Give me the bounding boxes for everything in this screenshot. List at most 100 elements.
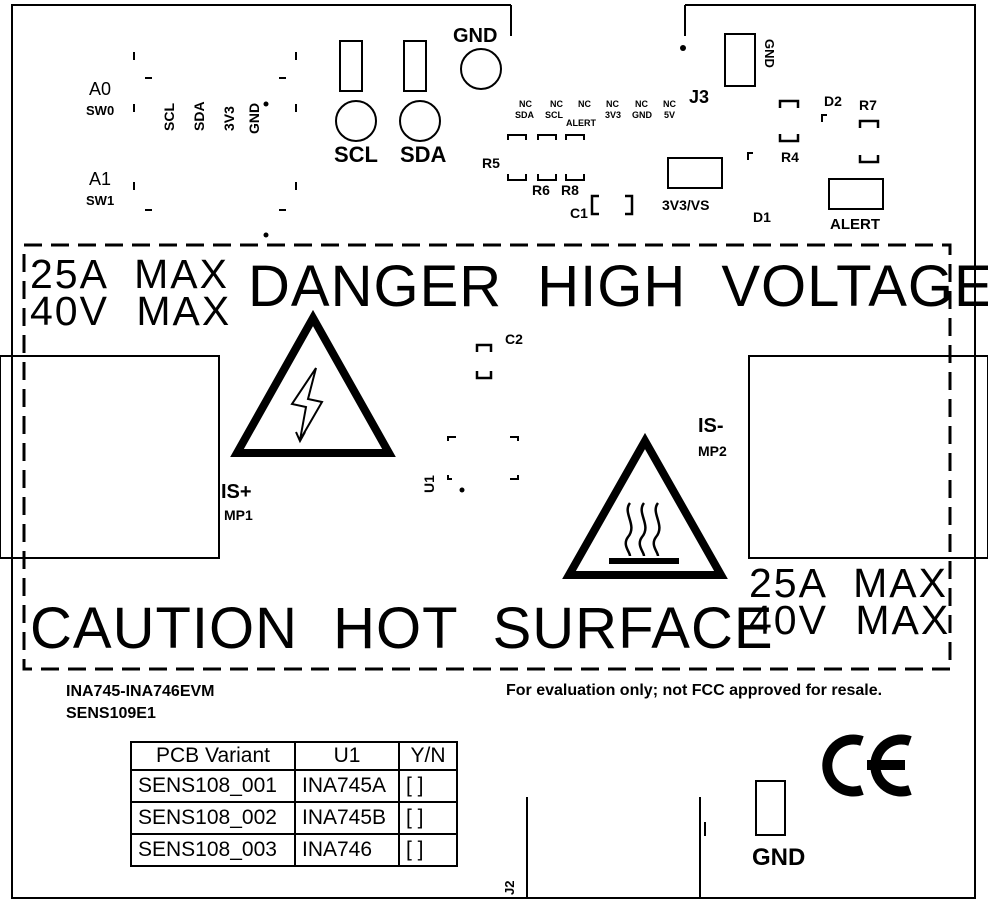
gnd-testpoint-top <box>460 48 502 90</box>
r7-label: R7 <box>859 97 877 113</box>
u1-label: U1 <box>421 475 437 493</box>
a1-label: A1 <box>89 169 112 189</box>
r7-pads <box>858 119 880 164</box>
j3-gnd-label: GND <box>762 39 777 68</box>
pcb-variant-table: PCB Variant U1 Y/N SENS108_001 INA745A [… <box>130 741 458 867</box>
sw0-outline <box>133 52 297 112</box>
sda-pin-label: SDA <box>191 101 207 131</box>
rating-top-left-current: 25A MAX <box>30 251 229 297</box>
u1-outline <box>447 436 519 480</box>
j3-label: J3 <box>689 87 710 107</box>
ce-mark-icon <box>822 734 912 797</box>
c2-label: C2 <box>505 331 523 347</box>
gnd-bottom-label: GND <box>752 844 806 871</box>
mp1-label: MP1 <box>224 507 253 523</box>
v3v3-pin-label: 3V3 <box>221 106 237 131</box>
c1-pads <box>590 194 634 216</box>
sw0-pin1-dot <box>263 101 269 107</box>
sda-label: SDA <box>400 142 447 167</box>
yn-checkbox-cell: [ ] <box>398 769 458 803</box>
variant-cell: SENS108_001 <box>130 769 296 803</box>
v3v3-vs-jumper <box>667 157 723 189</box>
board-name: INA745-INA746EVM <box>66 683 215 700</box>
nc-gnd-label-top: NC <box>635 99 648 109</box>
variant-cell: SENS108_002 <box>130 801 296 835</box>
u1-cell: INA745B <box>294 801 400 835</box>
high-voltage-icon <box>230 309 396 457</box>
board-id: SENS109E1 <box>66 705 156 722</box>
d2-mark <box>821 114 827 122</box>
rating-bottom-right-voltage: 40V MAX <box>749 597 951 643</box>
table-row: SENS108_003 INA746 [ ] <box>130 833 458 867</box>
sw1-label: SW1 <box>86 193 115 208</box>
nc-gnd-label-bottom: GND <box>632 110 652 120</box>
is-minus-label: IS- <box>698 415 724 437</box>
j3-gnd-pad <box>724 33 756 87</box>
scl-label: SCL <box>334 142 378 167</box>
sw0-label: SW0 <box>86 103 115 118</box>
table-header: PCB Variant <box>130 741 296 771</box>
rating-bottom-right-current: 25A MAX <box>749 560 948 606</box>
c2-pads <box>475 343 493 380</box>
yn-checkbox-cell: [ ] <box>398 801 458 835</box>
d2-label: D2 <box>824 93 842 109</box>
sw1-outline <box>133 182 297 211</box>
r5-label: R5 <box>482 155 500 171</box>
u1-pin1-dot <box>459 487 465 493</box>
j2-label: J2 <box>502 880 517 895</box>
sda-testpoint-pad <box>403 40 427 92</box>
variant-cell: SENS108_003 <box>130 833 296 867</box>
nc-sda-label-top: NC <box>519 99 532 109</box>
rating-top-left-voltage: 40V MAX <box>30 288 232 334</box>
sw1-pin1-dot <box>263 232 269 238</box>
scl-testpoint-pad <box>339 40 363 92</box>
resistor-pads-r5-r6-r8 <box>507 134 585 181</box>
c1-label: C1 <box>570 205 588 221</box>
table-row: SENS108_002 INA745B [ ] <box>130 801 458 835</box>
a0-label: A0 <box>89 79 112 99</box>
terminal-block-left <box>0 355 220 559</box>
scl-pin-label: SCL <box>161 103 177 131</box>
r8-label: R8 <box>561 182 579 198</box>
u1-cell: INA745A <box>294 769 400 803</box>
terminal-block-right <box>748 355 988 559</box>
nc-scl-label-top: NC <box>550 99 563 109</box>
caution-heading: CAUTION HOT SURFACE <box>30 596 774 661</box>
r4-label: R4 <box>781 149 799 165</box>
nc-3v3-label-top: NC <box>606 99 619 109</box>
nc-5v-label-bottom: 5V <box>664 110 676 120</box>
r4-pads <box>778 99 800 143</box>
alert-label: ALERT <box>830 216 880 233</box>
table-row: SENS108_001 INA745A [ ] <box>130 769 458 803</box>
nc-scl-label-bottom: SCL <box>545 110 563 120</box>
table-header-row: PCB Variant U1 Y/N <box>130 741 458 771</box>
alert-led-pad <box>828 178 884 210</box>
nc-5v-label-top: NC <box>663 99 676 109</box>
r6-label: R6 <box>532 182 550 198</box>
nc-3v3-label-bottom: 3V3 <box>605 110 622 120</box>
danger-heading: DANGER HIGH VOLTAGE <box>248 254 988 319</box>
mp2-label: MP2 <box>698 443 727 459</box>
gnd-top-label: GND <box>453 25 498 47</box>
nc-alert-label-top: NC <box>578 99 591 109</box>
table-header: U1 <box>294 741 400 771</box>
scl-testpoint <box>335 100 377 142</box>
hot-surface-icon <box>562 432 728 579</box>
j3-pin1-dot <box>680 45 686 51</box>
sda-testpoint <box>399 100 441 142</box>
d1-label: D1 <box>753 209 771 225</box>
yn-checkbox-cell: [ ] <box>398 833 458 867</box>
board-outline <box>11 4 976 899</box>
fcc-disclaimer: For evaluation only; not FCC approved fo… <box>506 682 883 699</box>
nc-sda-label-bottom: SDA <box>515 110 535 120</box>
gnd-pad-bottom <box>755 780 786 836</box>
u1-cell: INA746 <box>294 833 400 867</box>
d1-mark <box>747 152 753 160</box>
nc-alert-label-bottom: ALERT <box>566 118 596 128</box>
is-plus-label: IS+ <box>221 481 252 503</box>
gnd-pin-label: GND <box>246 102 262 134</box>
v3v3-vs-label: 3V3/VS <box>662 197 710 213</box>
hazard-zone <box>22 243 952 671</box>
table-header: Y/N <box>398 741 458 771</box>
